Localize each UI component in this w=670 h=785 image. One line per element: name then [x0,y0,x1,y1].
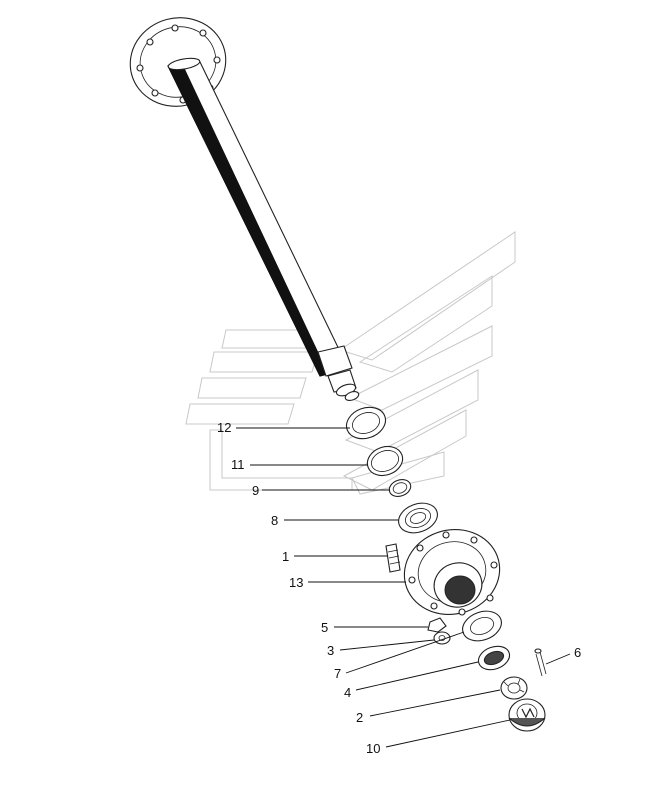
label-7: 7 [334,666,341,681]
label-10: 10 [366,741,380,756]
part-2-castle-nut [500,676,528,700]
part-labels: 12 11 9 8 1 13 5 3 7 4 2 10 6 [217,420,581,756]
part-12-seal [345,406,387,440]
part-7-bearing [462,610,502,642]
label-8: 8 [271,513,278,528]
part-9-ring [388,479,412,497]
label-4: 4 [344,685,351,700]
label-3: 3 [327,643,334,658]
part-13-hub [403,529,501,616]
label-6: 6 [574,645,581,660]
part-11-ring [366,445,404,477]
label-1: 1 [282,549,289,564]
part-8-bearing [398,502,438,534]
part-4-washer [477,645,511,671]
leader-lines [236,427,571,748]
part-6-cotter-pin [534,648,547,677]
part-1-bolt [385,543,401,573]
label-13: 13 [289,575,303,590]
part-5-nut [427,617,447,633]
label-5: 5 [321,620,328,635]
label-11: 11 [231,457,245,472]
watermark-logo [185,231,516,495]
label-2: 2 [356,710,363,725]
part-10-hub-cap [508,698,546,732]
axle-shaft [129,17,360,402]
label-9: 9 [252,483,259,498]
label-12: 12 [217,420,231,435]
